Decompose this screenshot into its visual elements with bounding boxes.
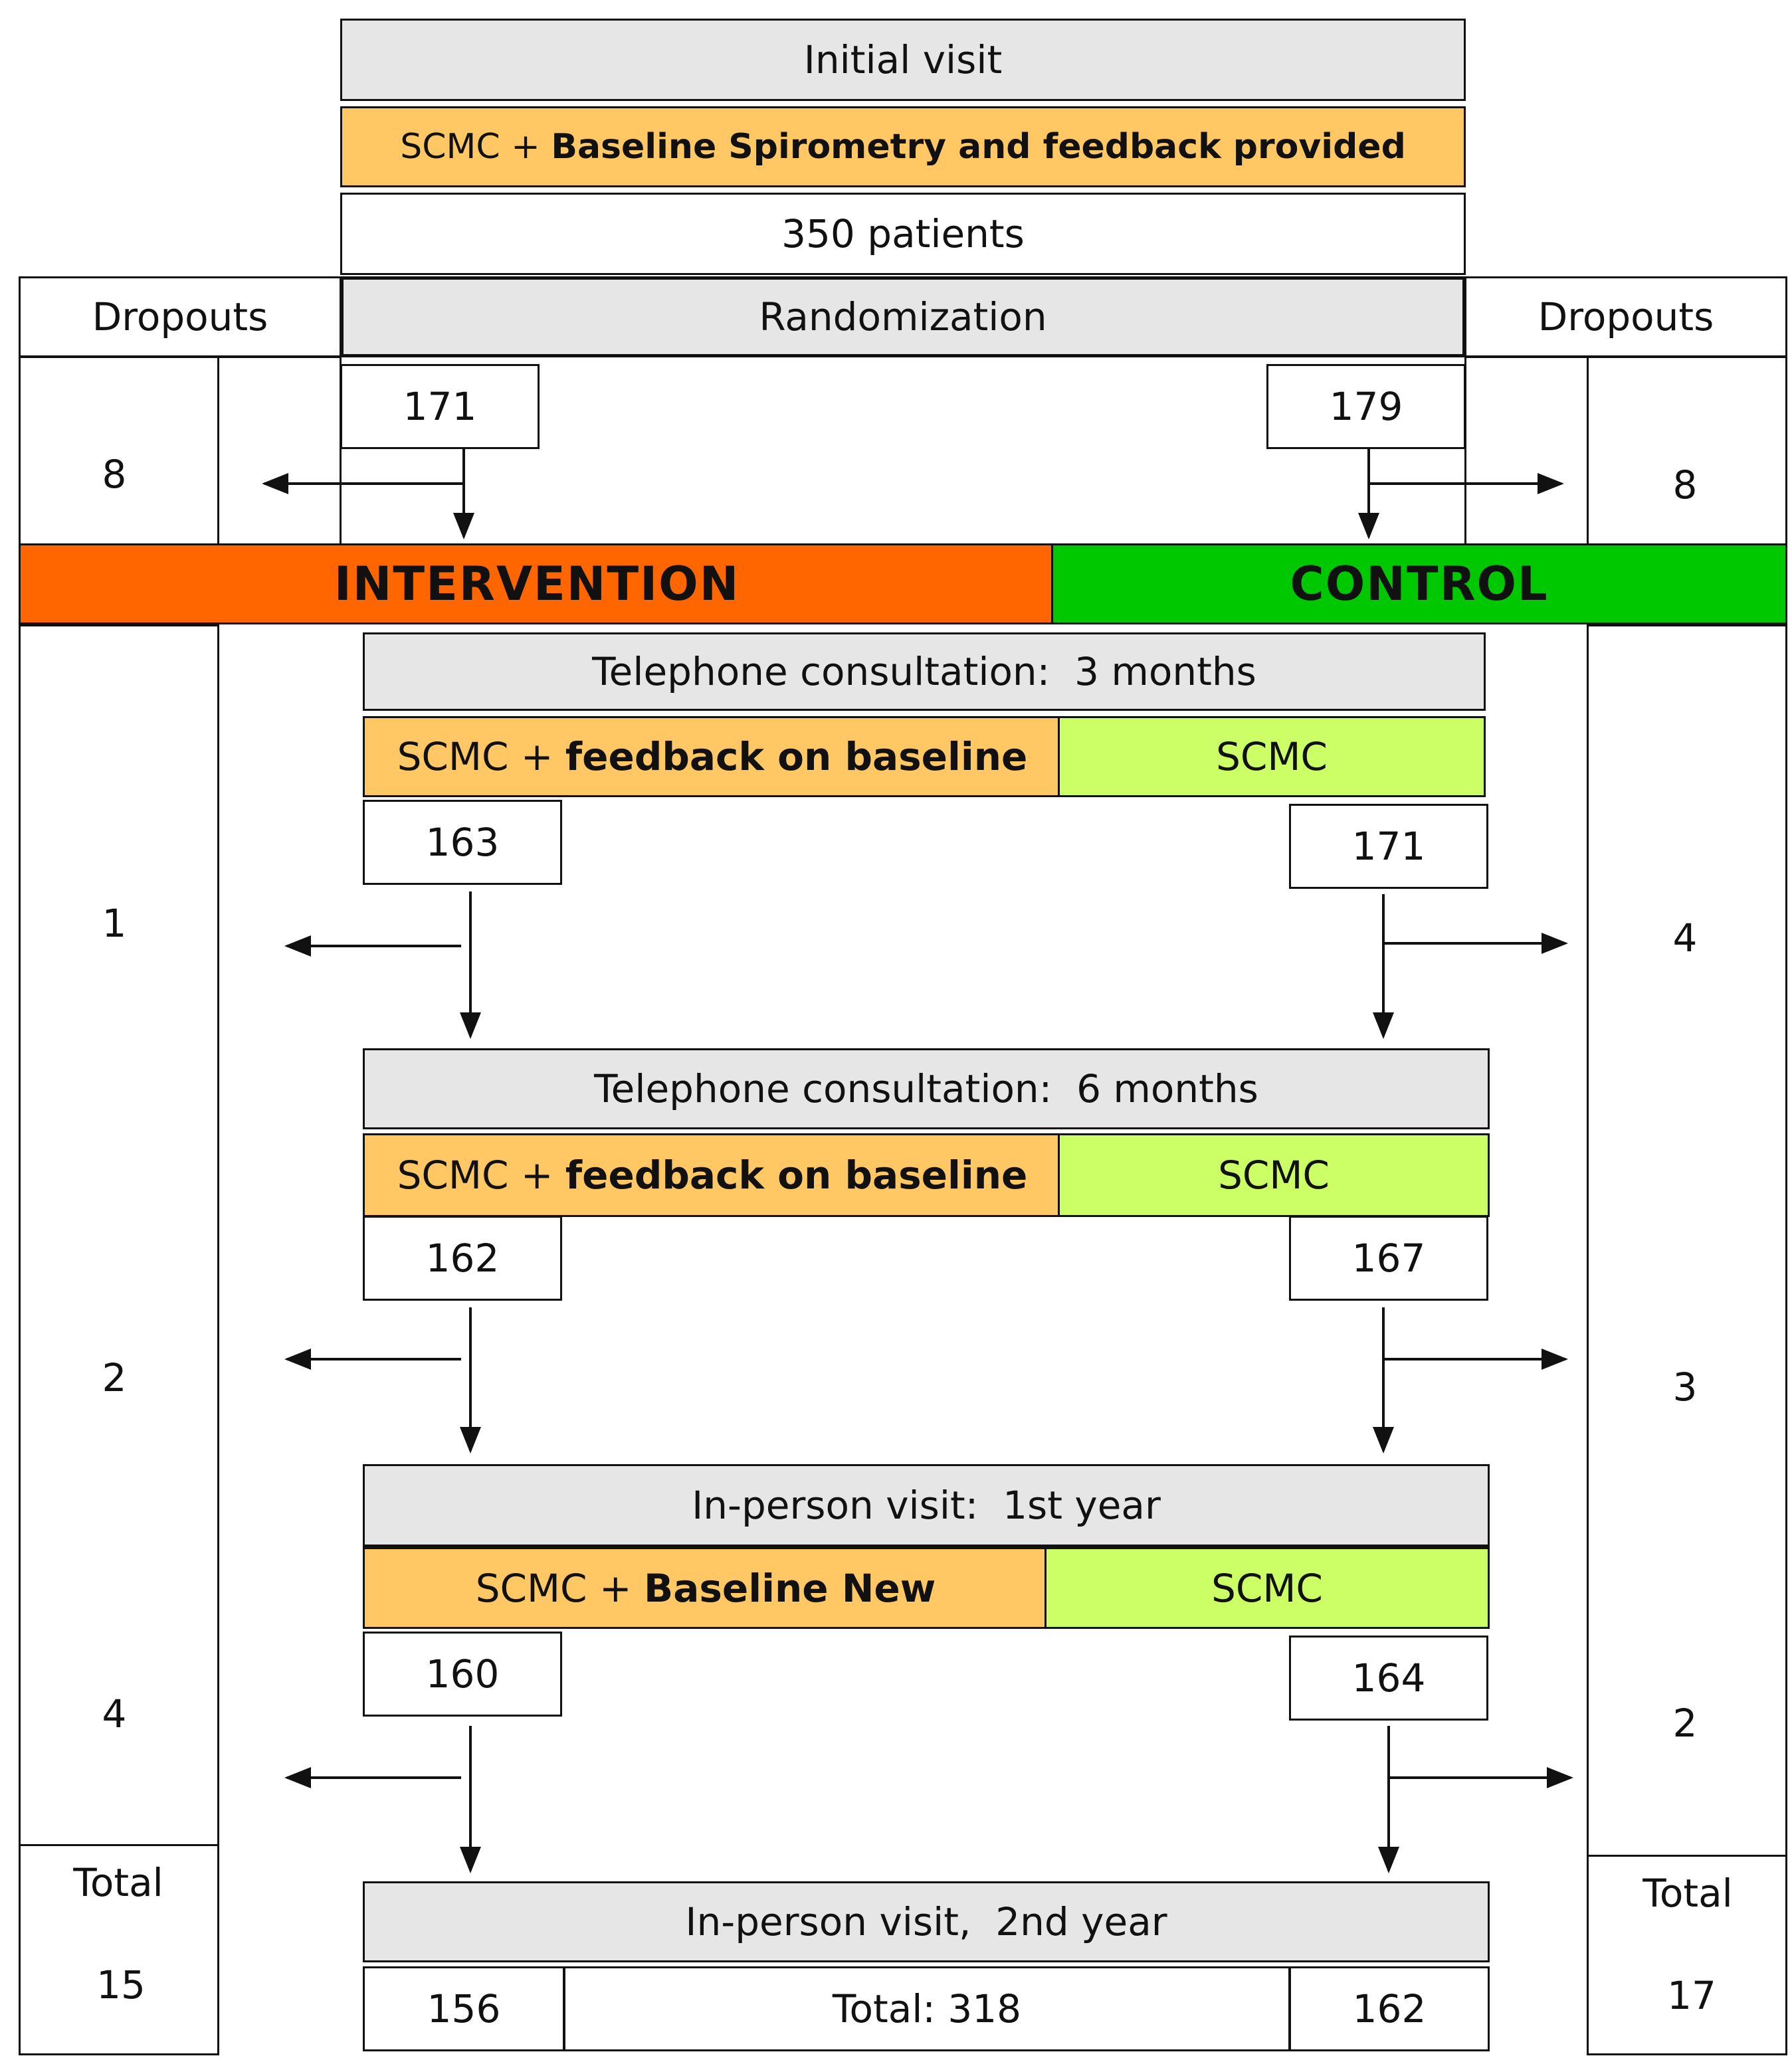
stage-1-control-dropouts: 4 xyxy=(1672,915,1698,961)
stage-2-intervention-count: 162 xyxy=(363,1216,562,1301)
stage-2-control-box: SCMC xyxy=(1058,1133,1490,1217)
stage-1-intervention-prefix: SCMC + xyxy=(397,734,565,779)
right-dropout-column xyxy=(1587,624,1787,1859)
left-dropout-column xyxy=(19,624,219,1848)
stage-1-intervention-box: SCMC + feedback on baseline xyxy=(363,716,1062,797)
stage-3-control-dropouts: 2 xyxy=(1672,1701,1698,1746)
stage-2-intervention-bold: feedback on baseline xyxy=(565,1153,1028,1198)
stage-3-intervention-value: 160 xyxy=(425,1651,500,1697)
dropouts-left-label: Dropouts xyxy=(92,294,268,339)
dropouts-header-right: Dropouts xyxy=(1464,276,1787,357)
stage-3-control-label: SCMC xyxy=(1211,1565,1323,1611)
initial-visit-label: Initial visit xyxy=(803,37,1003,82)
intervention-total-value: 15 xyxy=(96,1962,146,2008)
control-total-label: Total xyxy=(1643,1871,1733,1916)
control-banner-label: CONTROL xyxy=(1290,557,1549,611)
initial-intervention-dropouts: 8 xyxy=(102,452,127,497)
dropouts-right-label: Dropouts xyxy=(1538,294,1714,339)
stage-3-title: In-person visit: 1st year xyxy=(692,1483,1161,1528)
dropouts-header-left: Dropouts xyxy=(19,276,342,357)
baseline-spirometry-label: Baseline Spirometry and feedback provide… xyxy=(551,127,1406,167)
stage-2-control-label: SCMC xyxy=(1218,1153,1330,1198)
stage-3-title-box: In-person visit: 1st year xyxy=(363,1464,1490,1547)
control-randomized-value: 179 xyxy=(1329,384,1403,429)
stage-1-intervention-value: 163 xyxy=(425,820,500,865)
intervention-banner-label: INTERVENTION xyxy=(334,557,740,611)
stage-2-intervention-prefix: SCMC + xyxy=(397,1153,565,1198)
control-total-value: 17 xyxy=(1667,1973,1716,2018)
initial-control-dropouts: 8 xyxy=(1672,462,1698,508)
stage-2-intervention-box: SCMC + feedback on baseline xyxy=(363,1133,1062,1217)
final-title: In-person visit, 2nd year xyxy=(685,1899,1167,1944)
stage-2-control-value: 167 xyxy=(1351,1236,1426,1281)
stage-3-control-box: SCMC xyxy=(1045,1545,1490,1629)
final-control-count: 162 xyxy=(1289,1966,1490,2051)
stage-1-control-label: SCMC xyxy=(1216,734,1328,779)
stage-1-title: Telephone consultation: 3 months xyxy=(592,649,1256,694)
stage-1-control-box: SCMC xyxy=(1058,716,1486,797)
left-total-cell xyxy=(19,1844,219,2055)
patients-count: 350 patients xyxy=(781,211,1025,256)
initial-visit-box: Initial visit xyxy=(340,19,1466,101)
stage-2-title: Telephone consultation: 6 months xyxy=(594,1066,1258,1111)
intervention-total-label: Total xyxy=(73,1860,163,1905)
stage-2-control-count: 167 xyxy=(1289,1216,1488,1301)
stage-1-intervention-count: 163 xyxy=(363,800,562,885)
left-initial-count-cell xyxy=(19,356,219,546)
scmc-prefix: SCMC + xyxy=(400,127,551,167)
stage-3-intervention-bold: Baseline New xyxy=(644,1565,936,1611)
stage-3-intervention-count: 160 xyxy=(363,1632,562,1717)
stage-1-intervention-dropouts: 1 xyxy=(102,901,127,946)
final-control-value: 162 xyxy=(1352,1986,1427,2031)
stage-1-title-box: Telephone consultation: 3 months xyxy=(363,632,1486,711)
stage-2-intervention-dropouts: 2 xyxy=(102,1355,127,1400)
baseline-spirometry-box: SCMC + Baseline Spirometry and feedback … xyxy=(340,106,1466,187)
stage-2-title-box: Telephone consultation: 6 months xyxy=(363,1048,1490,1129)
final-title-box: In-person visit, 2nd year xyxy=(363,1881,1490,1962)
right-initial-count-cell xyxy=(1587,356,1787,546)
final-intervention-value: 156 xyxy=(427,1986,501,2031)
randomization-box: Randomization xyxy=(340,276,1466,357)
stage-3-control-count: 164 xyxy=(1289,1636,1488,1721)
intervention-banner: INTERVENTION xyxy=(19,543,1055,624)
patients-box: 350 patients xyxy=(340,193,1466,275)
final-total-label: Total: 318 xyxy=(832,1986,1022,2031)
stage-3-control-value: 164 xyxy=(1351,1655,1426,1701)
control-randomized-count: 179 xyxy=(1266,364,1466,449)
stage-2-intervention-value: 162 xyxy=(425,1236,500,1281)
final-total-box: Total: 318 xyxy=(563,1966,1290,2051)
stage-3-intervention-dropouts: 4 xyxy=(102,1691,127,1736)
control-banner: CONTROL xyxy=(1051,543,1787,624)
stage-1-control-value: 171 xyxy=(1351,824,1426,869)
intervention-randomized-count: 171 xyxy=(340,364,540,449)
stage-3-intervention-prefix: SCMC + xyxy=(475,1565,645,1611)
stage-2-control-dropouts: 3 xyxy=(1672,1364,1698,1410)
intervention-randomized-value: 171 xyxy=(403,384,477,429)
stage-1-intervention-bold: feedback on baseline xyxy=(565,734,1028,779)
randomization-label: Randomization xyxy=(759,294,1047,339)
stage-3-intervention-box: SCMC + Baseline New xyxy=(363,1545,1048,1629)
stage-1-control-count: 171 xyxy=(1289,804,1488,889)
right-total-cell xyxy=(1587,1855,1787,2055)
